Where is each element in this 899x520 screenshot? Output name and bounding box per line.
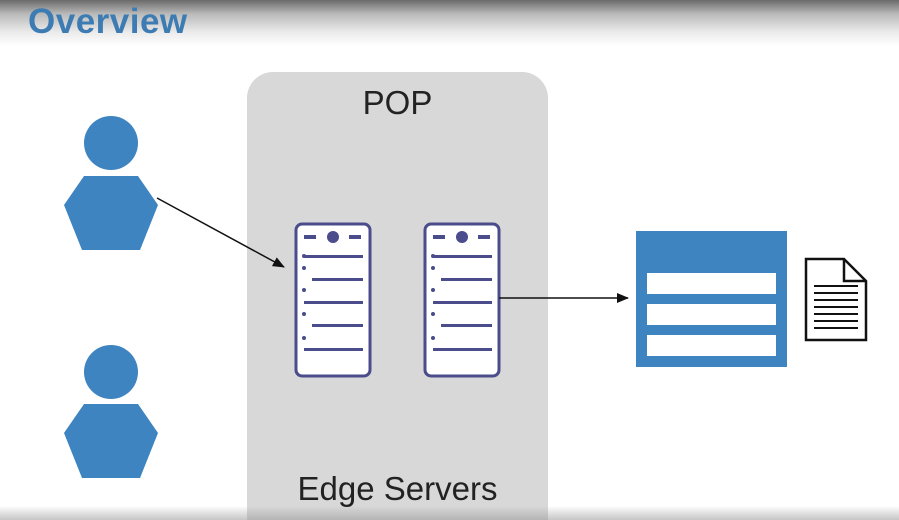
request-arrow — [156, 197, 285, 268]
database-table-icon — [636, 231, 787, 367]
pop-label: POP — [362, 84, 433, 121]
user-icon — [64, 116, 158, 250]
server-icon — [294, 222, 372, 378]
user-icon — [64, 345, 158, 478]
top-shade — [0, 0, 899, 46]
edge-servers-label: Edge Servers — [297, 470, 498, 507]
server-icon — [423, 222, 501, 378]
document-icon — [804, 257, 868, 342]
page-title: Overview — [28, 2, 188, 41]
bottom-shade — [0, 506, 899, 520]
